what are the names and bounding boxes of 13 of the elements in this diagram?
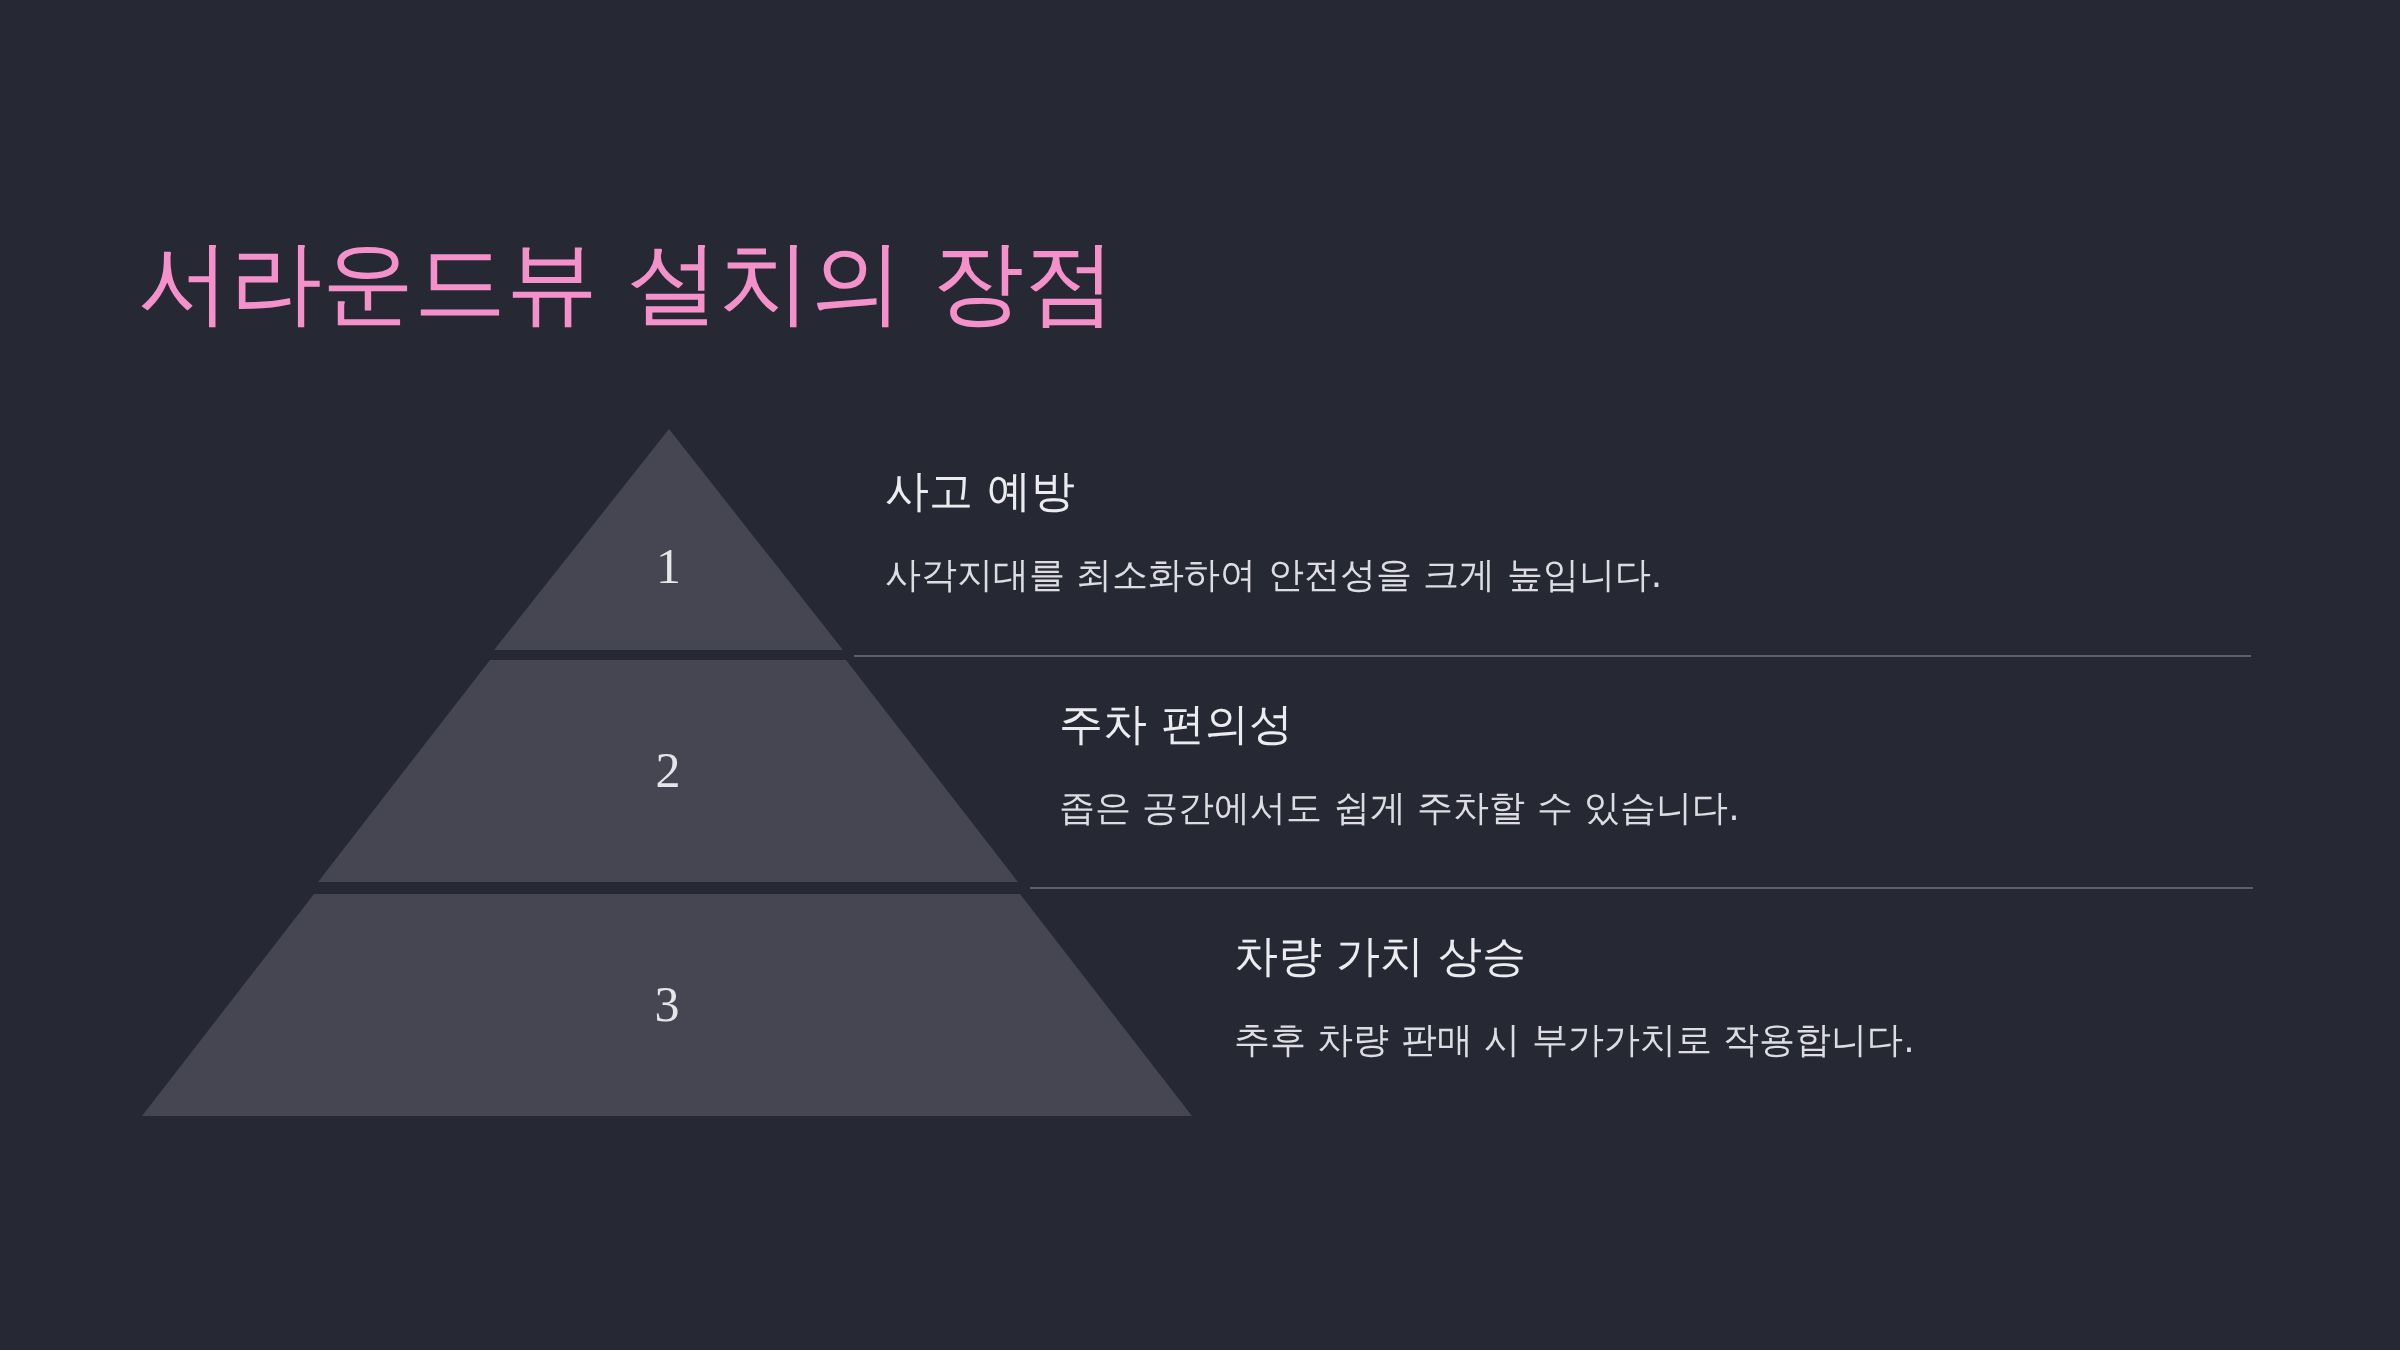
tier-number: 3 (654, 979, 680, 1029)
pyramid-tier (318, 660, 1018, 882)
tier-number: 1 (656, 541, 681, 591)
tier-description: 좁은 공간에서도 쉽게 주차할 수 있습니다. (1059, 786, 1740, 830)
tier-number: 2 (655, 745, 681, 795)
pyramid-tier (142, 894, 1192, 1116)
tier-description: 사각지대를 최소화하여 안전성을 크게 높입니다. (885, 553, 1663, 597)
tier-description: 추후 차량 판매 시 부가가치로 작용합니다. (1234, 1018, 1915, 1062)
tier-heading: 주차 편의성 (1059, 698, 1293, 751)
pyramid-tier (494, 429, 843, 650)
slide-title: 서라운드뷰 설치의 장점 (138, 228, 1117, 338)
tier-heading: 차량 가치 상승 (1234, 930, 1526, 983)
tier-heading: 사고 예방 (885, 465, 1075, 518)
